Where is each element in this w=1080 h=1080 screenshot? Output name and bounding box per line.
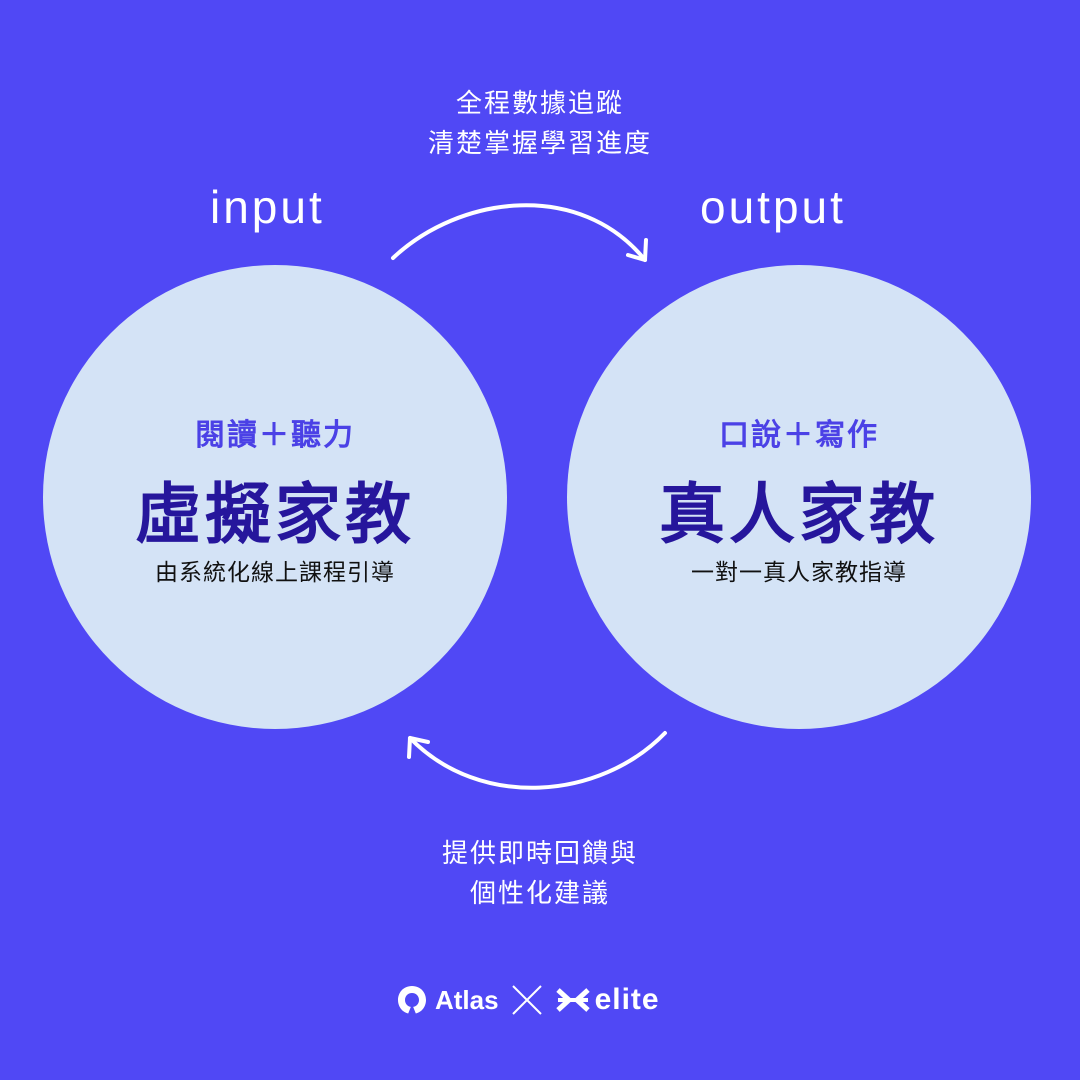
top-caption-line1: 全程數據追蹤 bbox=[455, 89, 624, 119]
cross-icon bbox=[511, 985, 542, 1015]
output-label: output bbox=[700, 181, 846, 233]
virtual-tutor-circle: 閱讀＋聽力 虛擬家教 由系統化線上課程引導 bbox=[43, 265, 507, 729]
left-subject: 閱讀＋聽力 bbox=[195, 418, 355, 453]
real-tutor-circle: 口說＋寫作 真人家教 一對一真人家教指導 bbox=[567, 265, 1031, 729]
right-subject: 口說＋寫作 bbox=[719, 418, 879, 453]
left-description: 由系統化線上課程引導 bbox=[155, 560, 395, 586]
bottom-caption: 提供即時回饋與 個性化建議 bbox=[340, 834, 740, 914]
input-label: input bbox=[210, 181, 325, 233]
atlas-logo-text: Atlas bbox=[435, 984, 499, 1015]
top-caption: 全程數據追蹤 清楚掌握學習進度 bbox=[340, 84, 740, 164]
atlas-logo-icon bbox=[398, 986, 426, 1014]
logo-row: Atlas elite bbox=[395, 980, 695, 1020]
bottom-arrow bbox=[407, 731, 667, 790]
right-title: 真人家教 bbox=[659, 476, 939, 553]
top-arrow bbox=[391, 203, 648, 262]
left-title: 虛擬家教 bbox=[135, 476, 415, 553]
elite-logo-icon bbox=[555, 988, 590, 1012]
elite-logo-text: elite bbox=[594, 983, 660, 1016]
right-description: 一對一真人家教指導 bbox=[691, 560, 907, 586]
top-caption-line2: 清楚掌握學習進度 bbox=[427, 129, 652, 159]
bottom-caption-line1: 提供即時回饋與 bbox=[441, 839, 638, 869]
bottom-caption-line2: 個性化建議 bbox=[469, 879, 610, 909]
